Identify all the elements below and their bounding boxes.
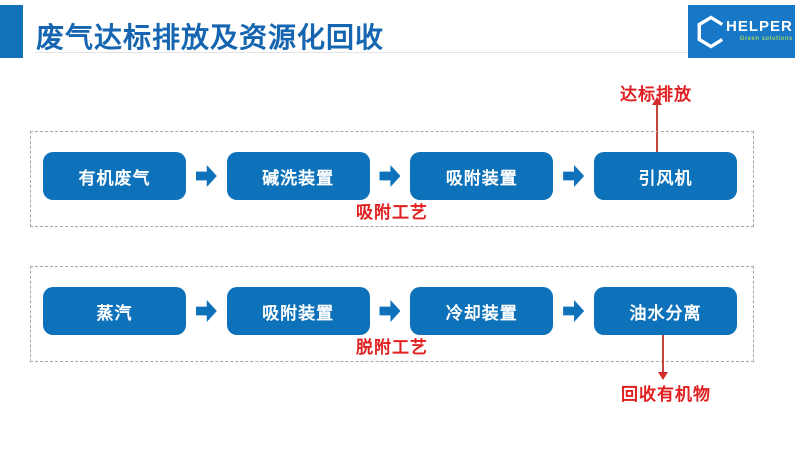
process-label: 吸附工艺 xyxy=(356,203,428,222)
desorption-process-group: 蒸汽 吸附装置 冷却装置 油水分离 脱附工艺 xyxy=(30,266,754,362)
flow-step: 蒸汽 xyxy=(43,287,186,335)
adsorption-process-group: 有机废气 碱洗装置 吸附装置 引风机 吸附工艺 xyxy=(30,131,754,227)
flow-arrow-icon xyxy=(563,164,585,188)
flow-arrow-icon xyxy=(379,164,401,188)
down-arrowhead-icon xyxy=(658,372,668,380)
flow-step: 引风机 xyxy=(593,152,737,200)
flow-step: 有机废气 xyxy=(43,152,186,200)
flow-arrow-icon xyxy=(195,299,217,323)
up-arrow-line xyxy=(656,104,658,152)
flow-step: 吸附装置 xyxy=(226,287,370,335)
flow-step: 吸附装置 xyxy=(410,152,554,200)
recovery-annotation-label: 回收有机物 xyxy=(621,385,711,404)
logo-name: HELPER xyxy=(726,18,793,35)
flow-step: 冷却装置 xyxy=(410,287,554,335)
page-title: 废气达标排放及资源化回收 xyxy=(36,22,385,53)
title-accent-bar xyxy=(0,5,23,58)
logo: HELPER Green solutions xyxy=(688,5,795,58)
up-arrowhead-icon xyxy=(652,97,662,105)
flow-step: 油水分离 xyxy=(593,287,737,335)
emission-annotation-label: 达标排放 xyxy=(620,85,692,104)
flow-arrow-icon xyxy=(195,164,217,188)
flow-step: 碱洗装置 xyxy=(226,152,370,200)
desorption-steps: 蒸汽 吸附装置 冷却装置 油水分离 xyxy=(43,287,737,335)
header-divider xyxy=(35,52,780,53)
logo-text: HELPER Green solutions xyxy=(726,19,793,42)
adsorption-steps: 有机废气 碱洗装置 吸附装置 引风机 xyxy=(43,152,737,200)
flow-arrow-icon xyxy=(563,299,585,323)
logo-tagline: Green solutions xyxy=(739,36,793,42)
down-arrow-line xyxy=(662,335,664,372)
process-label: 脱附工艺 xyxy=(356,338,428,357)
logo-hexagon-icon xyxy=(697,15,724,49)
flow-arrow-icon xyxy=(379,299,401,323)
